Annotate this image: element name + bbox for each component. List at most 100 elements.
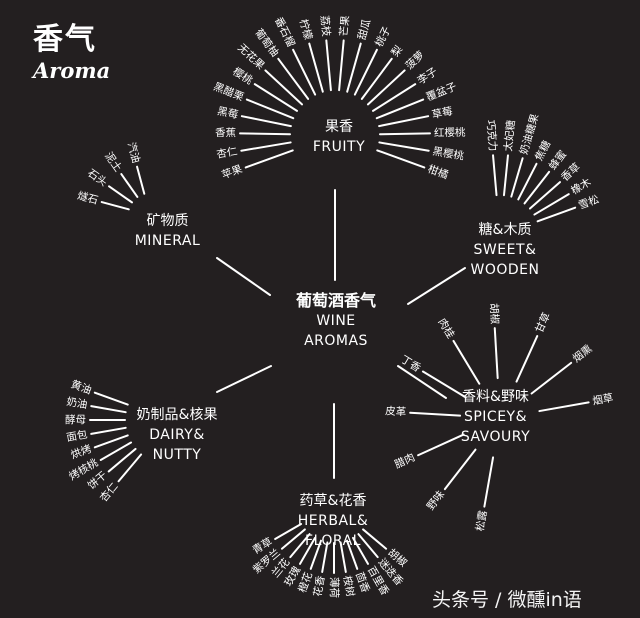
aroma-ray-spicey-1 [530, 361, 573, 395]
aroma-label-herbal-7: 桉树 [341, 575, 358, 598]
aroma-ray-sweet-3 [517, 162, 538, 201]
aroma-ray-fruity-9 [308, 42, 324, 93]
category-sweet-wooden: 糖&木质 SWEET& WOODEN [455, 220, 555, 280]
aroma-label-spicey-0: 烟草 [591, 391, 614, 407]
aroma-ray-fruity-2 [239, 132, 292, 136]
page-title: 香气 [33, 22, 97, 57]
aroma-label-fruity-1: 杏仁 [215, 144, 238, 160]
aroma-label-spicey-3: 胡椒 [487, 303, 501, 325]
aroma-label-fruity-19: 红樱桃 [434, 126, 466, 140]
aroma-ray-herbal-11 [362, 528, 388, 550]
aroma-ray-dairy-1 [90, 405, 127, 414]
aroma-label-dairy-1: 奶油 [66, 395, 89, 411]
aroma-ray-fruity-18 [378, 115, 430, 128]
aroma-ray-herbal-7 [339, 541, 347, 573]
aroma-ray-fruity-12 [346, 42, 362, 93]
aroma-label-sweet-7: 雪松 [577, 192, 602, 212]
aroma-label-mineral-0: 燧石 [76, 189, 100, 207]
aroma-label-spicey-1: 烟熏 [570, 342, 595, 365]
aroma-ray-fruity-16 [372, 83, 417, 112]
aroma-ray-spicey-8 [443, 448, 477, 491]
aroma-label-fruity-4: 黑醋栗 [212, 80, 247, 104]
category-herbal-en-1: HERBAL& [297, 513, 369, 529]
aroma-ray-mineral-2 [120, 173, 139, 198]
center-node: 葡萄酒香气 WINE AROMAS [276, 291, 396, 351]
aroma-ray-fruity-21 [376, 149, 426, 169]
aroma-label-fruity-5: 樱桃 [230, 65, 255, 87]
aroma-label-sweet-0: 巧克力 [484, 119, 500, 152]
aroma-ray-herbal-10 [357, 533, 379, 559]
aroma-ray-spicey-7 [417, 433, 465, 457]
aroma-label-fruity-3: 黑莓 [216, 105, 239, 121]
aroma-ray-spicey-0 [538, 401, 590, 413]
center-label-en-2: AROMAS [304, 333, 368, 349]
aroma-label-spicey-6: 皮革 [385, 404, 407, 418]
category-herbal-cn: 药草&花香 [299, 493, 367, 509]
aroma-label-dairy-2: 酵母 [65, 414, 86, 426]
aroma-ray-dairy-7 [117, 453, 143, 483]
category-spicey-cn: 香料&野味 [462, 389, 529, 405]
spoke-spicey [397, 365, 447, 399]
aroma-ray-fruity-6 [264, 69, 304, 106]
aroma-label-fruity-17: 覆盆子 [424, 80, 458, 104]
category-sweet-en-2: WOODEN [470, 262, 540, 278]
aroma-ray-fruity-7 [277, 57, 310, 100]
aroma-label-spicey-5: 丁香 [398, 353, 423, 374]
aroma-label-fruity-13: 桃子 [372, 24, 393, 49]
aroma-label-mineral-2: 泥土 [102, 150, 125, 175]
aroma-ray-fruity-10 [325, 39, 332, 92]
category-mineral-cn: 矿物质 [146, 213, 189, 229]
aroma-ray-sweet-5 [528, 181, 561, 210]
aroma-ray-mineral-0 [100, 201, 130, 211]
aroma-label-fruity-11: 芒果 [337, 14, 352, 37]
aroma-label-fruity-15: 菠萝 [403, 49, 427, 72]
aroma-label-fruity-20: 黑樱桃 [432, 144, 466, 162]
category-dairy-nutty: 奶制品&核果 DAIRY& NUTTY [122, 405, 232, 465]
aroma-ray-fruity-3 [240, 115, 292, 128]
aroma-label-dairy-3: 面包 [65, 428, 88, 445]
category-dairy-en-1: DAIRY& [149, 427, 205, 443]
aroma-ray-herbal-2 [289, 533, 311, 559]
category-dairy-en-2: NUTTY [152, 447, 202, 463]
aroma-ray-herbal-4 [309, 539, 323, 570]
aroma-ray-dairy-6 [107, 447, 137, 473]
category-spicey-en-2: SAVOURY [460, 429, 531, 445]
aroma-ray-fruity-20 [378, 141, 430, 152]
aroma-ray-sweet-4 [523, 170, 551, 205]
aroma-label-fruity-2: 香蕉 [215, 127, 236, 139]
aroma-label-sweet-1: 太妃糖 [501, 119, 517, 152]
spoke-mineral [216, 257, 271, 296]
aroma-label-fruity-16: 李子 [415, 65, 440, 87]
aroma-ray-spicey-5 [421, 370, 467, 399]
aroma-ray-spicey-9 [483, 456, 495, 508]
aroma-ray-dairy-5 [99, 441, 133, 461]
aroma-label-fruity-21: 柑橘 [426, 162, 451, 182]
aroma-label-spicey-9: 松露 [473, 509, 490, 532]
aroma-label-fruity-18: 草莓 [431, 105, 454, 121]
aroma-ray-sweet-0 [492, 154, 498, 197]
category-fruity-en: FRUITY [312, 139, 366, 155]
aroma-label-fruity-8: 番石榴 [272, 15, 298, 49]
center-label-en-1: WINE [316, 313, 356, 329]
aroma-ray-mineral-1 [108, 185, 133, 204]
aroma-label-dairy-0: 黄油 [69, 378, 93, 397]
aroma-ray-sweet-1 [502, 154, 509, 197]
aroma-ray-dairy-3 [90, 426, 127, 435]
category-fruity: 果香 FRUITY [294, 117, 384, 157]
aroma-ray-herbal-0 [274, 523, 303, 540]
aroma-ray-herbal-8 [345, 539, 359, 570]
category-fruity-cn: 果香 [325, 119, 353, 135]
category-mineral: 矿物质 MINERAL [120, 211, 215, 251]
watermark: 头条号 / 微醺in语 [432, 589, 582, 611]
aroma-ray-fruity-0 [244, 149, 294, 169]
aroma-ray-sweet-2 [510, 157, 524, 198]
spoke-sweet [407, 267, 466, 305]
category-herbal-floral: 药草&花香 HERBAL& FLORAL [283, 491, 383, 551]
aroma-ray-fruity-5 [253, 83, 298, 112]
page-subtitle: Aroma [33, 58, 111, 83]
spoke-dairy [216, 365, 272, 393]
category-sweet-en-1: SWEET& [473, 242, 537, 258]
aroma-ray-fruity-1 [240, 141, 292, 152]
aroma-ray-spicey-2 [515, 335, 539, 383]
